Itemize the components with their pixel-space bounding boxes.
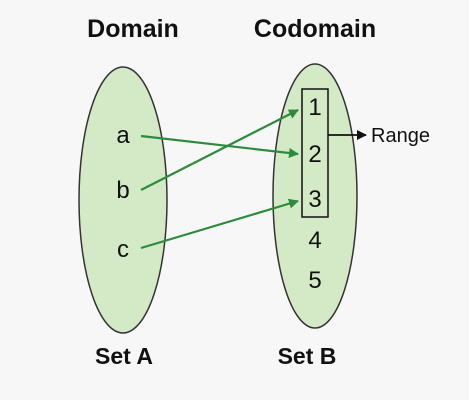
mapping-arrow-b-to-1 xyxy=(140,109,299,191)
element-b: b xyxy=(116,177,129,204)
mapping-arrow-a-to-2 xyxy=(140,134,299,158)
element-1: 1 xyxy=(308,94,321,121)
set-a-ellipse xyxy=(78,66,168,334)
range-label: Range xyxy=(371,125,430,147)
range-box xyxy=(301,88,329,218)
element-5: 5 xyxy=(308,267,321,294)
element-c: c xyxy=(117,236,129,263)
set-b-ellipse xyxy=(272,63,358,329)
element-3: 3 xyxy=(308,186,321,213)
codomain-title: Codomain xyxy=(254,15,376,43)
set-a-label: Set A xyxy=(95,343,153,369)
set-b-label: Set B xyxy=(278,343,337,369)
element-2: 2 xyxy=(308,141,321,168)
mapping-arrow-c-to-3 xyxy=(140,198,299,250)
element-4: 4 xyxy=(308,227,321,254)
element-a: a xyxy=(116,122,130,149)
domain-title: Domain xyxy=(87,15,179,43)
